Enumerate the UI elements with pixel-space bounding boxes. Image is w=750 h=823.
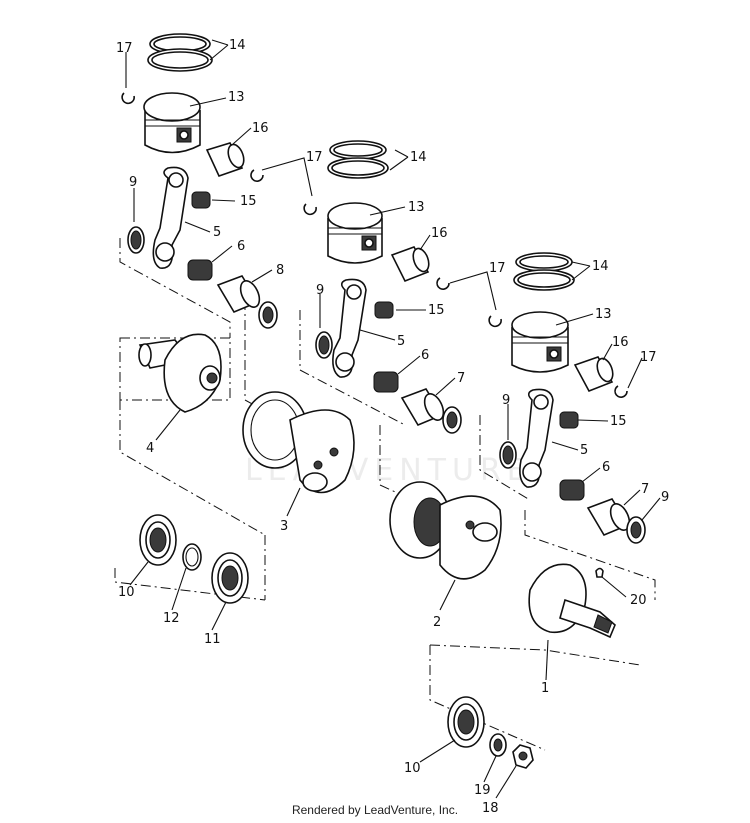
callout-14-a: 14: [229, 38, 246, 53]
spacer-8: [216, 275, 261, 314]
callout-17-a: 17: [116, 41, 133, 56]
callout-5-b: 5: [397, 334, 405, 349]
callout-1: 1: [541, 681, 549, 696]
callout-20: 20: [630, 593, 647, 608]
piston-ring-set-2: [327, 140, 389, 179]
circlip-2: [250, 169, 264, 182]
snap-ring-12: [182, 543, 202, 571]
piston-1: [143, 92, 201, 154]
piston-ring-set-1: [147, 33, 213, 72]
callout-7-b: 7: [641, 482, 649, 497]
callout-6-a: 6: [237, 239, 245, 254]
callout-12: 12: [163, 611, 180, 626]
callout-16-c: 16: [612, 335, 629, 350]
needle-bearing-15a: [191, 191, 211, 209]
oil-seal-9a: [127, 226, 145, 254]
needle-bearing-15b: [374, 301, 394, 319]
callout-9-d: 9: [661, 490, 669, 505]
callout-4: 4: [146, 441, 154, 456]
piston-3: [511, 311, 569, 373]
callout-6-c: 6: [602, 460, 610, 475]
callout-7-a: 7: [457, 371, 465, 386]
needle-bearing-6a: [187, 259, 213, 281]
needle-bearing-15c: [559, 411, 579, 429]
spacer-7b: [586, 498, 631, 537]
callout-15-a: 15: [240, 194, 257, 209]
piston-pin-1: [205, 142, 245, 177]
callout-18: 18: [482, 801, 499, 816]
callout-10-b: 10: [404, 761, 421, 776]
needle-bearing-6c: [559, 479, 585, 501]
ball-bearing-10a: [139, 514, 177, 566]
crankshaft-section-4: [138, 333, 222, 413]
callout-8: 8: [276, 263, 284, 278]
piston-pin-2: [390, 246, 430, 283]
callout-3: 3: [280, 519, 288, 534]
nut-18: [512, 744, 534, 769]
leader-lines: [125, 39, 661, 799]
crankshaft-section-2: [389, 481, 502, 580]
oil-seal-9b: [258, 301, 278, 329]
washer-19: [489, 733, 507, 757]
callout-17-b: 17: [306, 150, 323, 165]
ball-bearing-10b: [447, 696, 485, 748]
callout-15-b: 15: [428, 303, 445, 318]
circlip-4: [436, 277, 450, 290]
callout-5-c: 5: [580, 443, 588, 458]
circlip-3: [303, 203, 317, 216]
callout-19: 19: [474, 783, 491, 798]
callout-17-c: 17: [489, 261, 506, 276]
callout-16-a: 16: [252, 121, 269, 136]
callout-2: 2: [433, 615, 441, 630]
connecting-rod-3: [519, 388, 554, 488]
footer-credit: Rendered by LeadVenture, Inc.: [291, 803, 459, 817]
woodruff-key-20: [595, 567, 604, 578]
oil-seal-9d: [442, 406, 462, 434]
callout-9-b: 9: [316, 283, 324, 298]
ball-bearing-11: [211, 552, 249, 604]
callout-14-c: 14: [592, 259, 609, 274]
callout-16-b: 16: [431, 226, 448, 241]
callout-6-b: 6: [421, 348, 429, 363]
callout-13-a: 13: [228, 90, 245, 105]
needle-bearing-6b: [373, 371, 399, 393]
circlip-1: [121, 92, 135, 105]
connecting-rod-2: [332, 278, 367, 378]
oil-seal-9e: [499, 441, 517, 469]
piston-pin-3: [573, 356, 614, 393]
callout-13-b: 13: [408, 200, 425, 215]
callout-13-c: 13: [595, 307, 612, 322]
oil-seal-9c: [315, 331, 333, 359]
callout-10-a: 10: [118, 585, 135, 600]
crankshaft-section-3: [242, 391, 355, 494]
callout-11: 11: [204, 632, 221, 647]
callout-9-a: 9: [129, 175, 137, 190]
piston-2: [327, 202, 383, 264]
callout-17-d: 17: [640, 350, 657, 365]
callout-9-c: 9: [502, 393, 510, 408]
circlip-5: [488, 315, 502, 328]
oil-seal-9f: [626, 516, 646, 544]
callout-5-a: 5: [213, 225, 221, 240]
spacer-7a: [400, 388, 445, 427]
callout-15-c: 15: [610, 414, 627, 429]
connecting-rod-1: [152, 166, 189, 269]
circlip-6: [614, 385, 628, 398]
callout-numbers: 17 14 13 16 9 15 5 6 8 17 14 13 16 15 5 …: [116, 38, 669, 816]
piston-ring-set-3: [513, 252, 575, 291]
crankshaft-section-1: [528, 563, 616, 639]
callout-14-b: 14: [410, 150, 427, 165]
